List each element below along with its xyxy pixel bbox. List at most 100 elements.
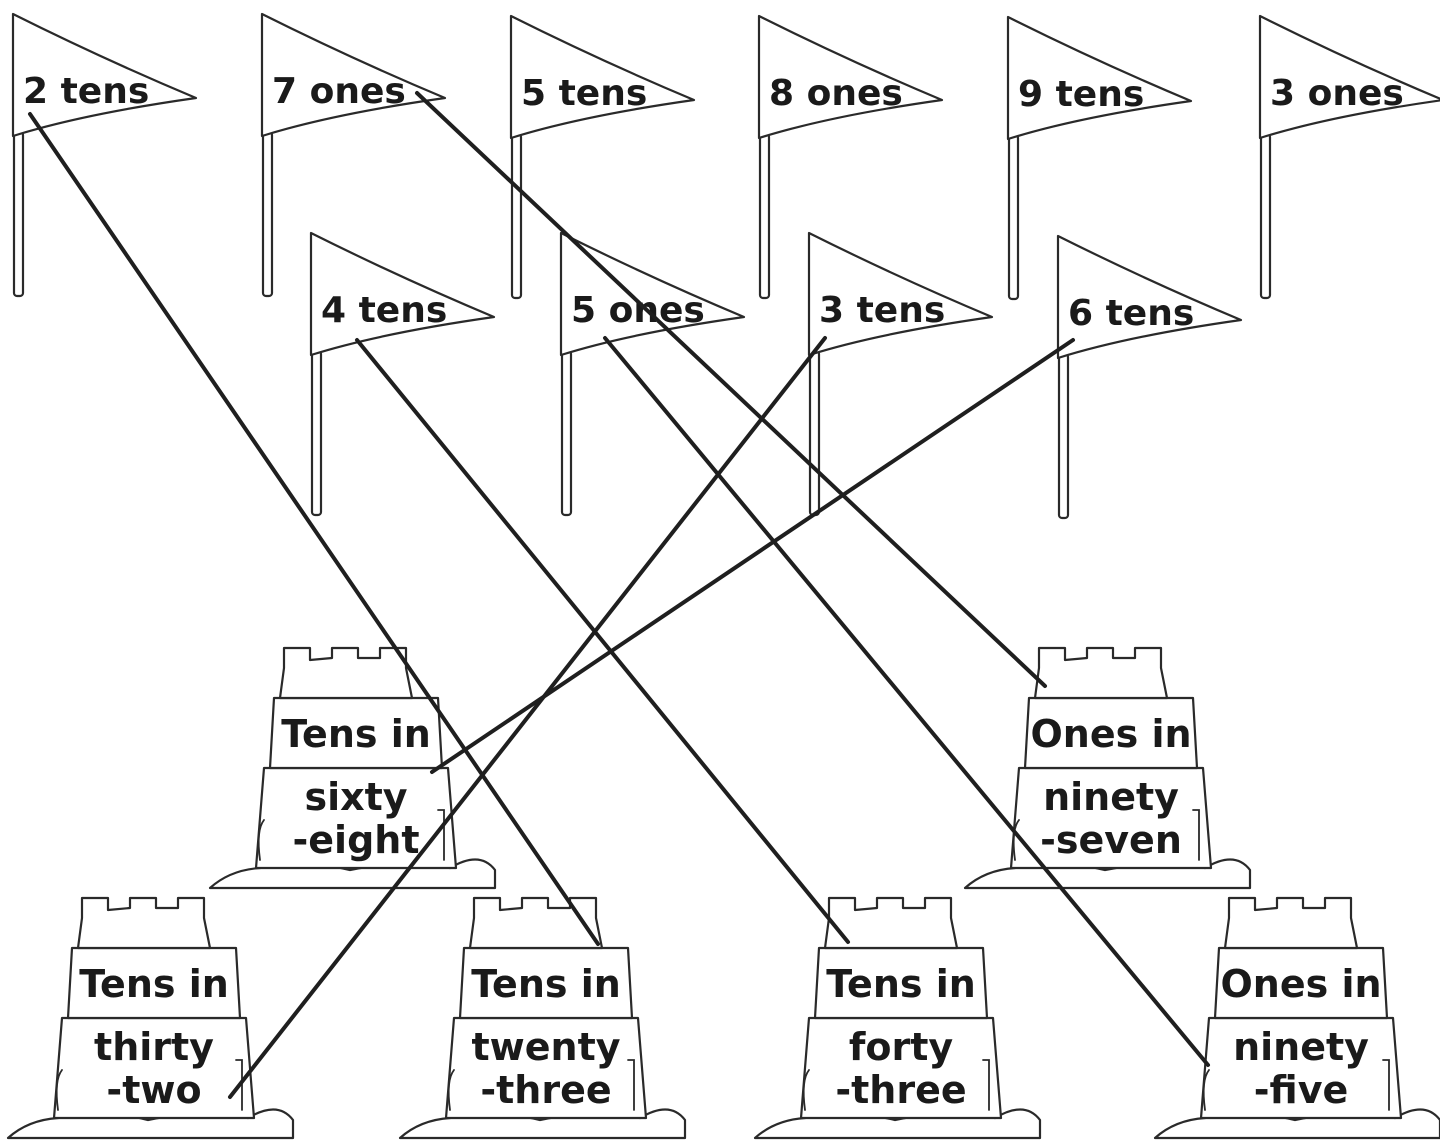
castle-line-2: ninety xyxy=(1043,775,1179,819)
castle-ninety-five: Ones in ninety-five xyxy=(1153,896,1440,1140)
castle-line-1: Tens in xyxy=(826,962,976,1006)
castle-top xyxy=(278,646,414,700)
flag-pole xyxy=(1057,352,1070,520)
flag-label: 5 tens xyxy=(521,73,647,114)
flag-8-ones: 8 ones xyxy=(757,14,944,300)
flag-pole xyxy=(1259,132,1272,300)
flag-pennant xyxy=(757,14,944,140)
castle-detail xyxy=(982,1059,990,1111)
flag-label: 6 tens xyxy=(1068,293,1194,334)
castle-line-3: -five xyxy=(1254,1068,1348,1112)
castle-detail xyxy=(1382,1059,1390,1111)
flag-label: 7 ones xyxy=(272,71,406,112)
castle-detail xyxy=(1012,819,1020,861)
flag-pole xyxy=(310,349,323,517)
flag-label: 3 tens xyxy=(819,290,945,331)
castle-line-3: -two xyxy=(106,1068,201,1112)
castle-base xyxy=(1199,1016,1403,1120)
flags: 2 tens 7 ones 5 tens 8 ones 9 tens 3 ones 4 te… xyxy=(11,12,1440,520)
castle-line-3: -three xyxy=(480,1068,611,1112)
castle-ninety-seven: Ones in ninety-seven xyxy=(963,646,1252,890)
castle-line-1: Ones in xyxy=(1030,712,1191,756)
castle-line-1: Tens in xyxy=(471,962,621,1006)
match-line-7-ones-to-ninety-seven xyxy=(415,91,1047,688)
flag-5-ones: 5 ones xyxy=(559,231,746,517)
flag-label: 3 ones xyxy=(1270,73,1404,114)
castle-detail xyxy=(437,809,445,861)
castle-line-1: Tens in xyxy=(281,712,431,756)
castle-middle xyxy=(813,946,989,1020)
castle-detail xyxy=(1192,809,1200,861)
castle-sixty-eight: Tens in sixty-eight xyxy=(208,646,497,890)
match-line-4-tens-to-forty-three xyxy=(355,338,850,944)
flag-label: 2 tens xyxy=(23,71,149,112)
flag-pennant xyxy=(1056,234,1243,360)
castle-base xyxy=(1009,766,1213,870)
flag-label: 4 tens xyxy=(321,290,447,331)
castle-base xyxy=(52,1016,256,1120)
castle-middle xyxy=(1213,946,1389,1020)
flag-pennant xyxy=(260,12,447,138)
castle-top xyxy=(1223,896,1359,950)
castle-detail xyxy=(447,1069,455,1111)
flag-6-tens: 6 tens xyxy=(1056,234,1243,520)
flag-pole xyxy=(12,130,25,298)
flag-pennant xyxy=(559,231,746,357)
flag-9-tens: 9 tens xyxy=(1006,15,1193,301)
flag-pennant xyxy=(309,231,496,357)
flag-label: 8 ones xyxy=(769,73,903,114)
castle-line-2: ninety xyxy=(1233,1025,1369,1069)
match-line-5-ones-to-ninety-five xyxy=(603,336,1210,1067)
castle-middle xyxy=(268,696,444,770)
flag-2-tens: 2 tens xyxy=(11,12,198,298)
flag-pennant xyxy=(1258,14,1440,140)
flag-label: 9 tens xyxy=(1018,74,1144,115)
castle-line-3: -eight xyxy=(293,818,420,862)
flag-4-tens: 4 tens xyxy=(309,231,496,517)
flag-pennant xyxy=(509,14,696,140)
castle-top xyxy=(76,896,212,950)
match-line-3-tens-to-thirty-two xyxy=(228,336,827,1099)
castle-line-2: thirty xyxy=(94,1025,214,1069)
castle-detail xyxy=(1202,1069,1210,1111)
flag-label: 5 ones xyxy=(571,290,705,331)
castle-detail xyxy=(257,819,265,861)
castle-line-2: sixty xyxy=(304,775,407,819)
castle-line-2: forty xyxy=(849,1025,954,1069)
flag-pole xyxy=(560,349,573,517)
castle-thirty-two: Tens in thirty-two xyxy=(6,896,295,1140)
castle-top xyxy=(468,896,604,950)
castle-line-3: -seven xyxy=(1040,818,1182,862)
flag-pennant xyxy=(1006,15,1193,141)
match-line-2-tens-to-twenty-three xyxy=(28,112,600,946)
castle-twenty-three: Tens in twenty-three xyxy=(398,896,687,1140)
castle-base xyxy=(799,1016,1003,1120)
flag-7-ones: 7 ones xyxy=(260,12,447,298)
castle-detail xyxy=(235,1059,243,1111)
flag-pole xyxy=(758,132,771,300)
flag-pole xyxy=(808,349,821,517)
castle-base xyxy=(254,766,458,870)
flag-pennant xyxy=(807,231,994,357)
flag-3-tens: 3 tens xyxy=(807,231,994,517)
flag-pole xyxy=(1007,133,1020,301)
castle-line-1: Ones in xyxy=(1220,962,1381,1006)
castle-top xyxy=(1033,646,1169,700)
flag-5-tens: 5 tens xyxy=(509,14,696,300)
castle-base xyxy=(444,1016,648,1120)
castle-detail xyxy=(802,1069,810,1111)
castle-line-2: twenty xyxy=(471,1025,620,1069)
castle-middle xyxy=(66,946,242,1020)
connecting-lines xyxy=(28,91,1210,1099)
castle-middle xyxy=(1023,696,1199,770)
flag-pennant xyxy=(11,12,198,138)
flag-pole xyxy=(261,130,274,298)
castle-top xyxy=(823,896,959,950)
match-line-6-tens-to-sixty-eight xyxy=(430,338,1075,774)
castle-line-1: Tens in xyxy=(79,962,229,1006)
flag-pole xyxy=(510,132,523,300)
castle-detail xyxy=(627,1059,635,1111)
